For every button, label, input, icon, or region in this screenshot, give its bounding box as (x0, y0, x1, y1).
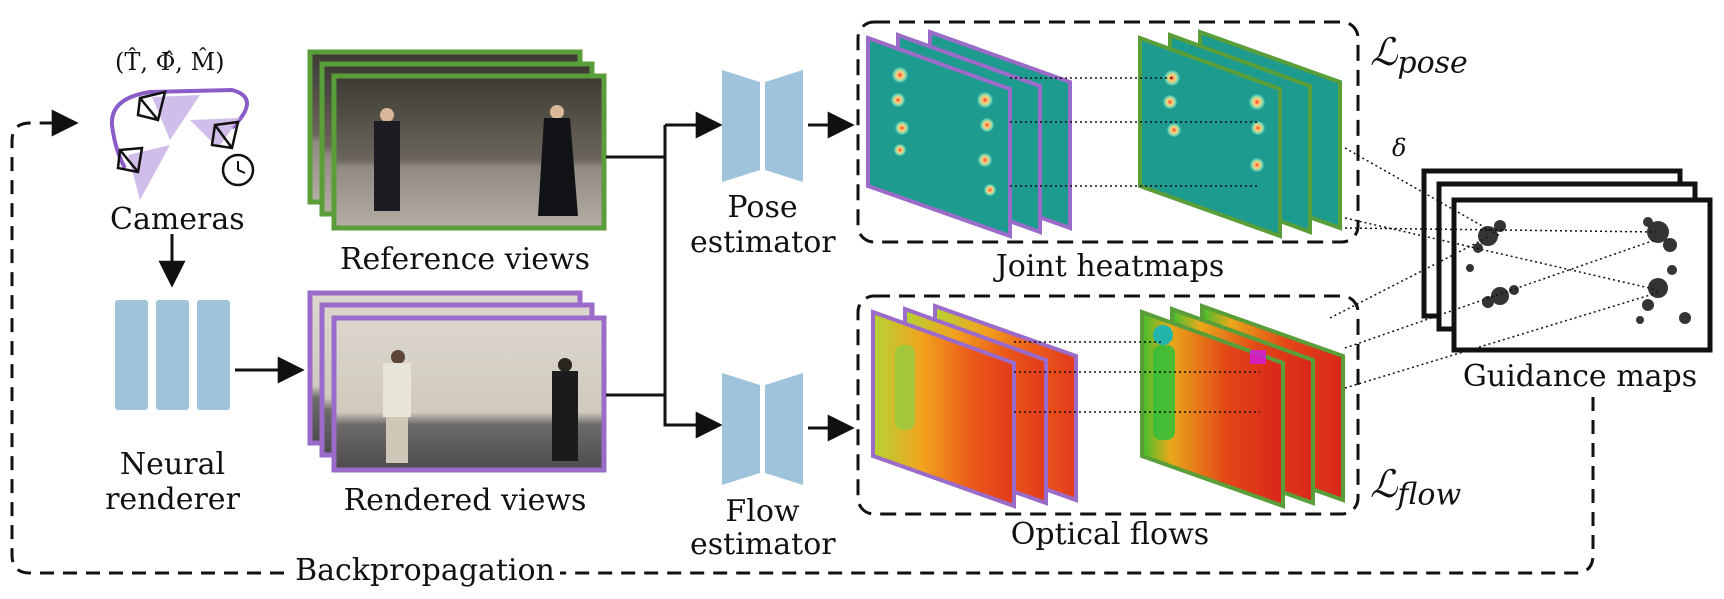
heatmaps-box (856, 20, 1360, 244)
rendered-views-label: Rendered views (343, 483, 587, 518)
predicted-heatmaps-stack (866, 29, 1072, 239)
guidance-maps-stack (1421, 168, 1713, 353)
pose-estimator-block (722, 70, 803, 182)
cameras-group (109, 87, 255, 200)
flow-loss-symbol: ℒ (1370, 462, 1398, 506)
optical-flows-label: Optical flows (1010, 517, 1210, 552)
pose-loss-subscript: pose (1397, 45, 1468, 81)
pose-estimator-label-line1: Pose (727, 190, 798, 225)
flow-estimator-block (722, 373, 803, 485)
pose-estimator-label-line2: estimator (690, 225, 836, 260)
backpropagation-label: Backpropagation (290, 556, 560, 586)
clock-icon (221, 153, 255, 187)
rendered-views-stack (307, 290, 607, 473)
camera-icon (116, 90, 240, 174)
flow-estimator-label-line1: Flow (725, 494, 800, 529)
pose-loss-symbol: ℒ (1370, 30, 1398, 74)
flow-loss-label: ℒflow (1370, 462, 1461, 513)
flow-estimator-label-line2: estimator (690, 527, 836, 562)
joint-heatmaps-label: Joint heatmaps (995, 249, 1225, 284)
reference-views-label: Reference views (339, 242, 591, 277)
predicted-flows-stack (871, 303, 1078, 509)
backprop-loop (10, 123, 1595, 575)
delta-label: δ (1392, 134, 1407, 162)
pose-loss-label: ℒpose (1370, 30, 1468, 81)
reference-flows-stack (1140, 303, 1345, 509)
reference-heatmaps-stack (1138, 29, 1342, 239)
flows-box (856, 294, 1360, 516)
flow-loss-subscript: flow (1397, 477, 1462, 513)
neural-renderer-label-line1: Neural (119, 447, 226, 482)
camera-params-label: (T̂, Φ̂, M̂) (115, 48, 225, 76)
cameras-label: Cameras (110, 202, 245, 237)
neural-renderer-block (115, 300, 230, 410)
neural-renderer-label-line2: renderer (105, 482, 240, 517)
reference-views-stack (307, 49, 607, 231)
guidance-maps-label: Guidance maps (1462, 359, 1698, 394)
